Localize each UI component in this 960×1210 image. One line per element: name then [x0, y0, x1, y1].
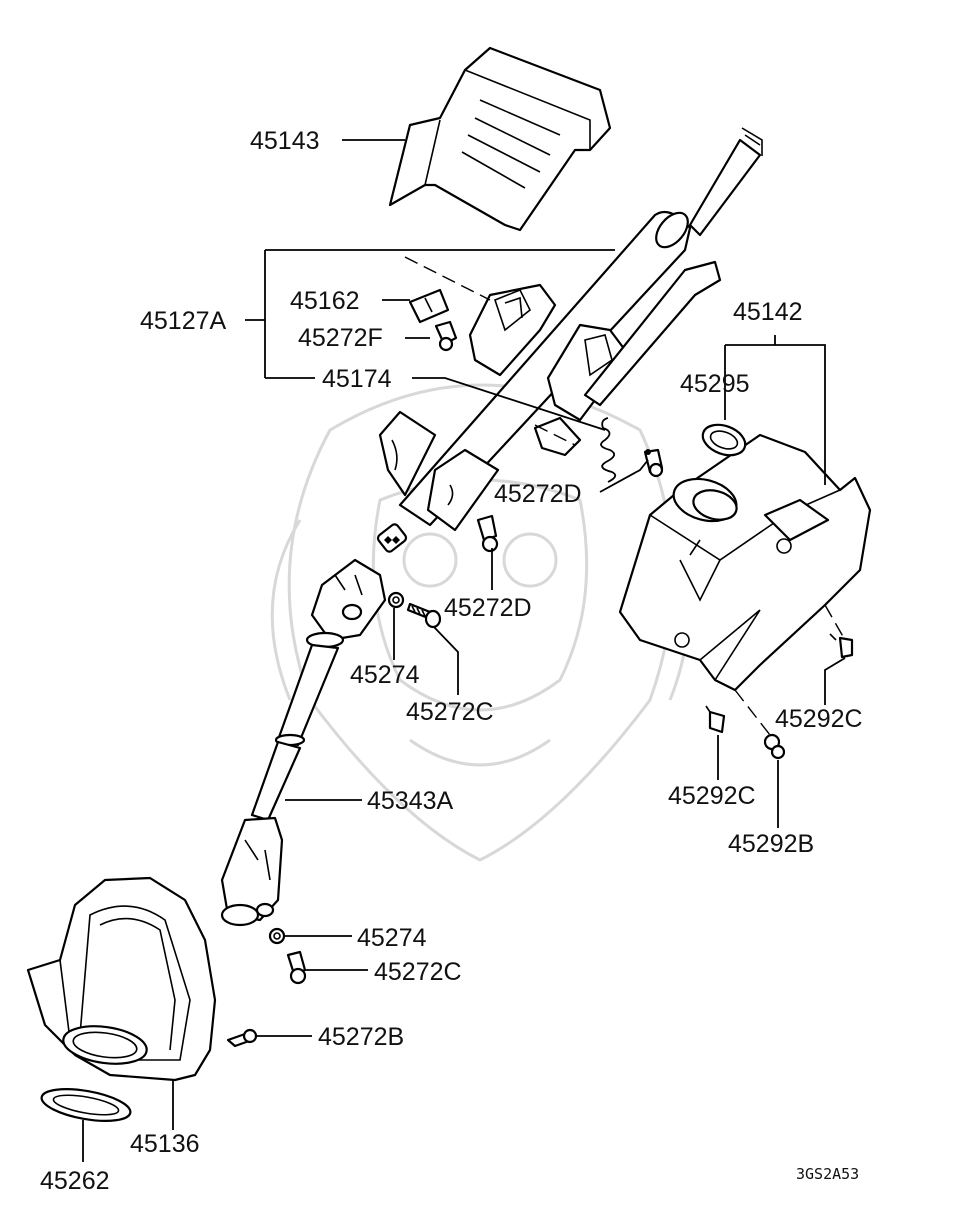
part-45295-bushing — [701, 423, 747, 457]
label-45272D-upper: 45272D — [494, 480, 582, 508]
part-45274-nut-upper — [387, 591, 405, 609]
part-45162-clip — [408, 288, 450, 324]
label-45162: 45162 — [290, 287, 360, 315]
label-45143: 45143 — [250, 127, 320, 155]
label-45174: 45174 — [322, 365, 392, 393]
label-45292C-right: 45292C — [775, 705, 863, 733]
part-45343A-intermediate-shaft — [220, 558, 387, 927]
label-45272D-lower: 45272D — [444, 594, 532, 622]
label-45272B: 45272B — [318, 1023, 404, 1051]
part-labels: 45143 45127A 45162 45272F 45174 45142 45… — [40, 127, 863, 1195]
label-45292C-lower: 45292C — [668, 782, 756, 810]
label-45274-lower: 45274 — [357, 924, 427, 952]
label-45295: 45295 — [680, 370, 750, 398]
part-45143-column-cover — [388, 46, 612, 232]
part-45174-spring — [600, 417, 617, 483]
label-45272F: 45272F — [298, 324, 383, 352]
label-45127A: 45127A — [140, 307, 227, 335]
part-45292C-bolt-lower — [705, 705, 726, 734]
part-45292C-bolt-right — [829, 633, 854, 659]
label-45343A: 45343A — [367, 787, 454, 815]
part-45272D-bolt-lower — [476, 514, 499, 553]
part-45274-nut-lower — [268, 927, 286, 945]
label-45262: 45262 — [40, 1167, 110, 1195]
label-45274-upper: 45274 — [350, 661, 420, 689]
part-45272C-bolt-upper — [406, 602, 442, 629]
part-45272D-bolt-upper — [643, 448, 664, 478]
part-45272F-bolt — [434, 320, 458, 352]
part-45272C-bolt-lower — [286, 950, 307, 985]
part-45262-ring — [40, 1088, 132, 1122]
label-45272C-upper: 45272C — [406, 698, 494, 726]
part-45142-bracket — [618, 433, 872, 692]
part-steering-column — [376, 127, 763, 553]
label-45272C-lower: 45272C — [374, 958, 462, 986]
label-45136: 45136 — [130, 1130, 200, 1158]
diagram-code: 3GS2A53 — [796, 1165, 859, 1183]
part-45272B-bolt — [226, 1028, 258, 1048]
part-45136-dust-cover — [26, 876, 217, 1082]
leader-lines — [82, 139, 846, 1162]
part-45292B-bolt — [763, 733, 786, 760]
label-45292B: 45292B — [728, 830, 814, 858]
label-45142: 45142 — [733, 298, 803, 326]
